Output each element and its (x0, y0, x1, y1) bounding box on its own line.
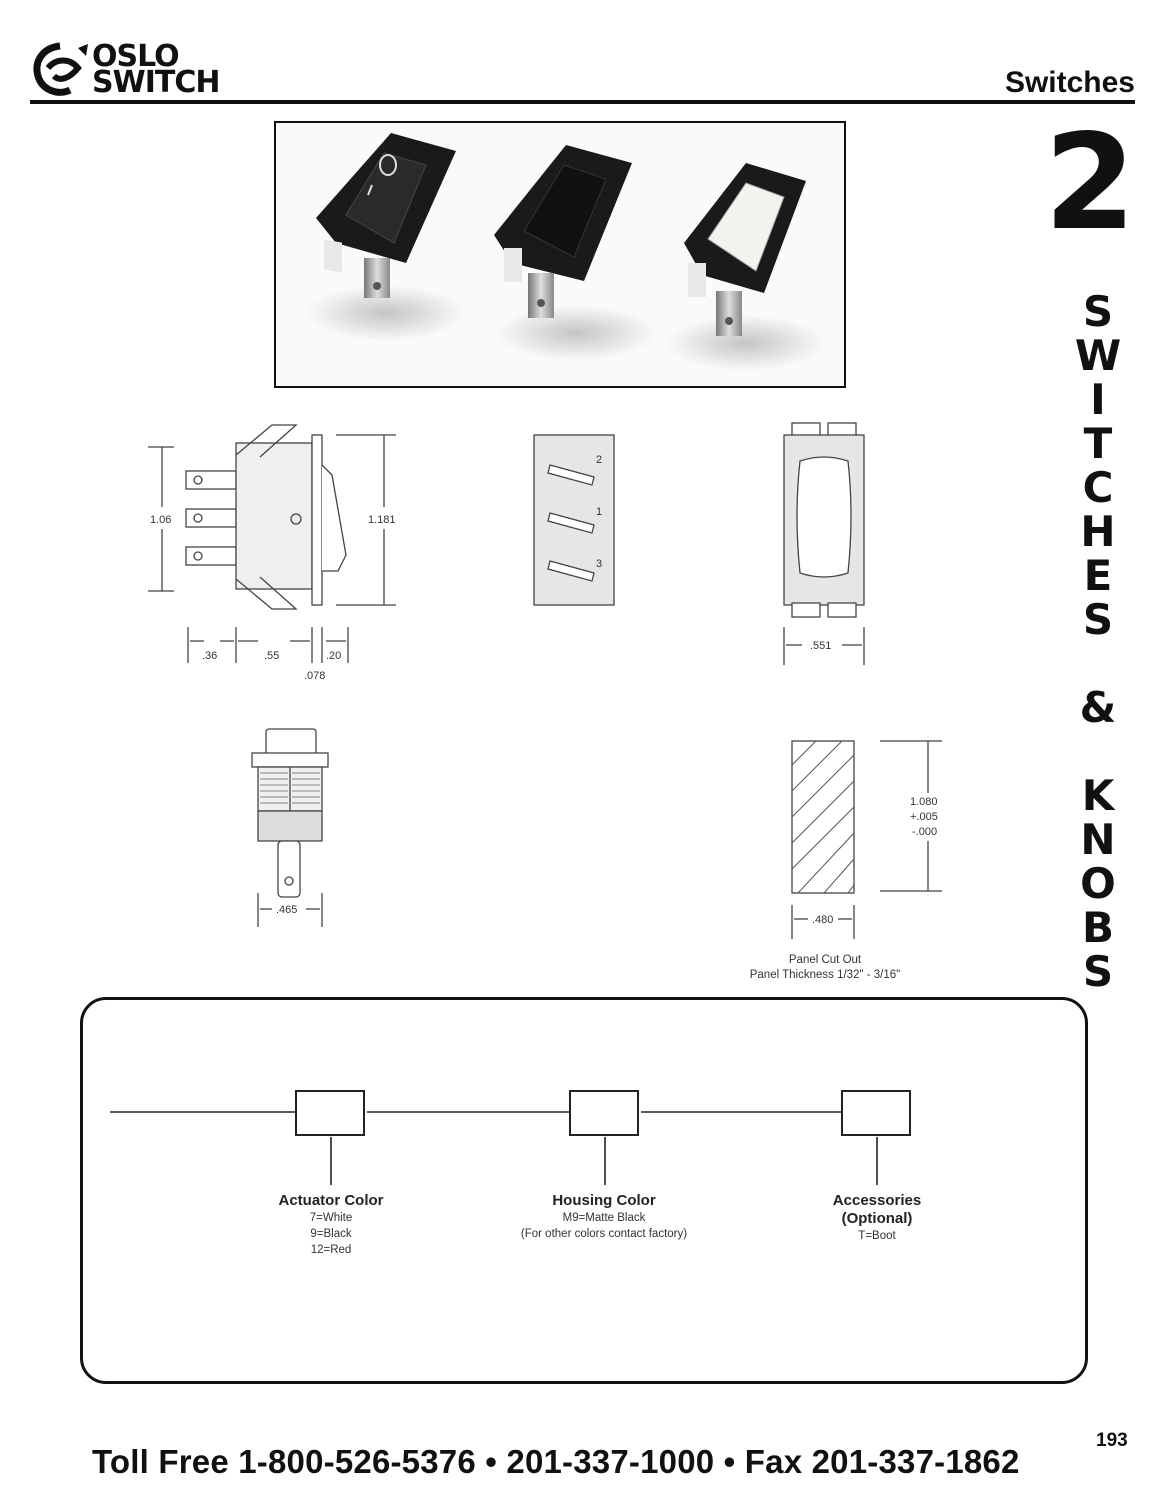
side-letter: & (1079, 683, 1117, 732)
dim-d: .078 (304, 670, 325, 682)
terminal-label: 1 (596, 506, 602, 518)
side-letter: B (1081, 903, 1114, 952)
option-item: (For other colors contact factory) (520, 1228, 688, 1240)
terminal-label: 3 (596, 558, 602, 570)
dim-cutout-tol-minus: -.000 (912, 826, 937, 838)
side-gap (1060, 730, 1136, 774)
panel-cutout-drawing (791, 740, 942, 939)
dim-boot-width: .465 (276, 904, 297, 916)
actuator-color-slot (295, 1090, 365, 1136)
section-number: 2 (1044, 106, 1136, 260)
panel-cutout-caption: Panel Cut Out Panel Thickness 1/32" - 3/… (700, 953, 950, 983)
ordering-connector-lines (110, 1111, 878, 1185)
side-letter: E (1083, 551, 1113, 600)
panel-caption-line1: Panel Cut Out (788, 954, 862, 966)
page-number: 193 (1096, 1430, 1128, 1451)
side-letter: T (1083, 419, 1113, 468)
side-tab-label: S W I T C H E S & K N O B S (1060, 290, 1136, 994)
actuator-color-options: Actuator Color 7=White 9=Black 12=Red (211, 1192, 451, 1258)
oslo-switch-logo-icon (33, 42, 88, 96)
boot-ribs (260, 772, 320, 804)
housing-color-options: Housing Color M9=Matte Black (For other … (484, 1192, 724, 1242)
dim-front-width: .551 (810, 640, 831, 652)
section-title: Switches (1004, 66, 1135, 99)
side-letter: S (1082, 947, 1114, 996)
dim-c: .20 (326, 650, 341, 662)
side-letter: O (1080, 859, 1116, 908)
side-letter: S (1082, 595, 1114, 644)
technical-drawings: 1.06 1.181 .36 .55 .20 .078 2 1 3 .551 .… (148, 422, 942, 939)
ordering-code-box (80, 997, 1088, 1384)
header-rule (30, 100, 1135, 104)
housing-color-slot (569, 1090, 639, 1136)
option-item: 9=Black (310, 1228, 352, 1240)
dim-height-right: 1.181 (368, 514, 396, 526)
side-gap (1060, 642, 1136, 686)
terminal-label: 2 (596, 454, 602, 466)
side-letter: N (1080, 815, 1116, 864)
side-letter: S (1082, 287, 1114, 336)
accessories-slot (841, 1090, 911, 1136)
panel-caption-line2: Panel Thickness 1/32" - 3/16" (749, 969, 901, 981)
front-view-drawing (783, 422, 865, 665)
footer-contact-line: Toll Free 1-800-526-5376 • 201-337-1000 … (92, 1443, 1020, 1480)
option-item: M9=Matte Black (562, 1212, 646, 1224)
dim-cutout-height: 1.080 (910, 796, 938, 808)
option-item: T=Boot (858, 1230, 896, 1242)
option-item: 12=Red (310, 1244, 352, 1256)
option-item: 7=White (309, 1212, 353, 1224)
side-letter: I (1090, 375, 1106, 424)
option-title: Housing Color (552, 1192, 656, 1209)
side-letter: K (1081, 771, 1115, 820)
option-subtitle: (Optional) (841, 1210, 913, 1227)
rocker-switch-photo-icon (306, 133, 826, 371)
side-view-drawing (148, 424, 396, 663)
dim-a: .36 (202, 650, 217, 662)
brand-name-line1: OSLO (92, 39, 180, 74)
option-title: Actuator Color (278, 1192, 384, 1209)
side-letter: H (1080, 507, 1116, 556)
panel-hatching (791, 740, 855, 894)
dim-cutout-tol-plus: +.005 (910, 811, 938, 823)
side-letter: C (1082, 463, 1114, 512)
option-title: Accessories (832, 1192, 922, 1209)
dim-height-left: 1.06 (150, 514, 171, 526)
accessories-options: Accessories (Optional) T=Boot (757, 1192, 997, 1244)
terminal-layout-drawing (533, 434, 615, 606)
dim-b: .55 (264, 650, 279, 662)
product-photo (274, 121, 846, 388)
brand-name-line2: SWITCH (92, 65, 220, 100)
dim-cutout-width: .480 (812, 914, 833, 926)
boot-view-drawing (251, 728, 329, 927)
side-letter: W (1074, 331, 1122, 380)
